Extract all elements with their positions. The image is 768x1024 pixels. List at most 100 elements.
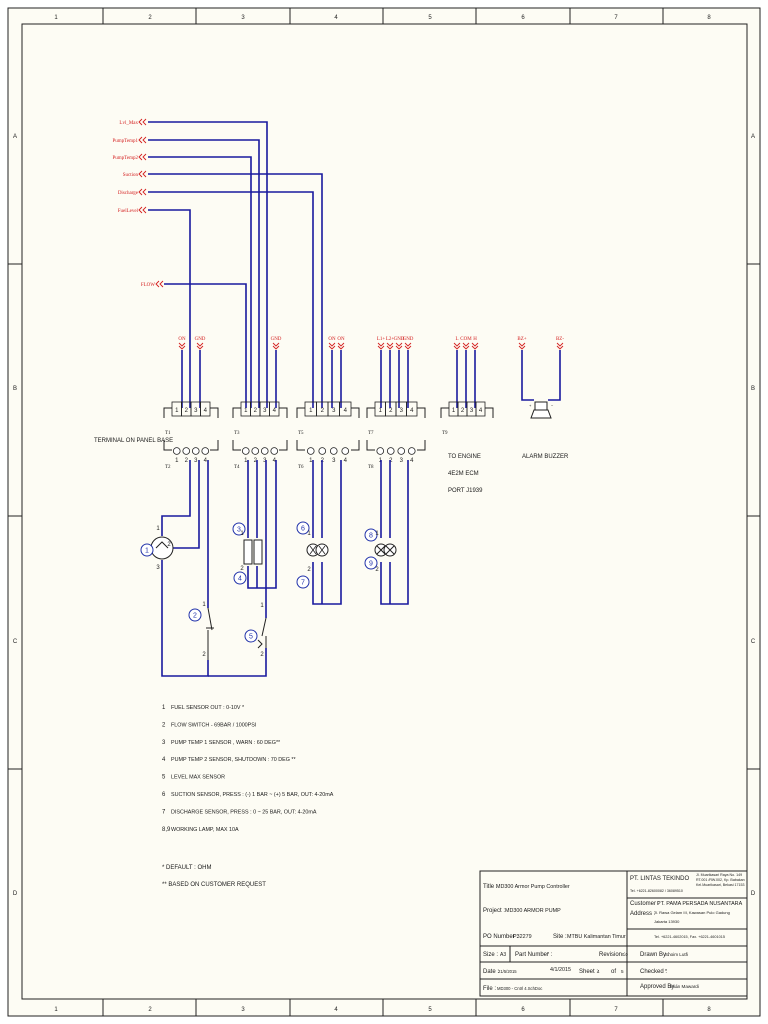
connector-chevron-icon [272, 342, 280, 350]
grid-column-bottom-1: 1 [54, 1007, 58, 1013]
address-line-1: Jl. Rawa Gelam III, Kawasan Pulo Gadung [654, 910, 730, 915]
connector-chevron-icon [395, 342, 403, 350]
grid-column-bottom-3: 3 [241, 1007, 245, 1013]
terminal-pin-number: 4 [273, 458, 277, 464]
terminal-label-t7: T7 [368, 431, 374, 436]
date-label: Date : [483, 969, 499, 975]
device-pin-one: 1 [307, 531, 311, 537]
alarm-buzzer-symbol [530, 401, 552, 419]
terminal-screw-icon [191, 447, 200, 455]
title-block: Title :MD300 Armor Pump ControllerProjec… [483, 873, 745, 992]
terminal-label-t1: T1 [165, 431, 171, 436]
device-wires [161, 460, 409, 677]
file-value: MD300 - Cntrl 4.SchDoc [497, 986, 542, 991]
connector-chevron-icon [377, 342, 385, 350]
connector-label-bz_pos: BZ+ [517, 337, 526, 342]
terminal-pin-number: 1 [244, 458, 248, 464]
grid-row-left-b: B [13, 386, 17, 392]
device-pin-one: 1 [260, 603, 264, 609]
approved-by-value: Iman Mawardi [670, 984, 699, 989]
terminal-screw-icon [407, 447, 416, 455]
wire-discharge [148, 191, 314, 408]
company-address-line: Jl. Muarikasari Raya No. 149 [696, 873, 742, 877]
legend-text-5: LEVEL MAX SENSOR [171, 775, 225, 781]
terminal-label-t5: T5 [298, 431, 304, 436]
terminal-label-t9: T9 [442, 431, 448, 436]
device-pin-two: 2 [375, 567, 379, 573]
terminal-pin-number: 2 [185, 408, 189, 414]
grid-row-right-d: D [751, 891, 756, 897]
sheet-label: Sheet : [579, 969, 598, 975]
terminal-pin-number: 2 [461, 408, 465, 414]
sensor-badge-number: 3 [237, 527, 241, 534]
customer-value: PT. PAMA PERSADA NUSANTARA [657, 901, 743, 907]
checked-value: * [665, 969, 667, 975]
sensor-badge-number: 7 [301, 580, 305, 587]
grid-column-bottom-5: 5 [428, 1007, 432, 1013]
legend-text-1: FUEL SENSOR OUT : 0-10V * [171, 705, 245, 711]
terminal-pin-number: 3 [400, 408, 404, 414]
company-address-line: Kel.Muarikasari, Bekasi 17153 [696, 883, 745, 887]
grid-column-top-3: 3 [241, 15, 245, 21]
signal-label-fuellevel: FuelLevel [118, 209, 139, 214]
panel-base-label: TERMINAL ON PANEL BASE [94, 438, 173, 444]
terminal-screw-icon [270, 447, 279, 455]
connector-label-com: COM [460, 337, 472, 342]
sheet-total-value: 5 [621, 969, 624, 974]
terminal-label-t4: T4 [234, 465, 240, 470]
terminal-screw-icon [397, 447, 406, 455]
terminal-pin-number: 2 [321, 408, 325, 414]
terminal-pin-number: 4 [479, 408, 483, 414]
buzzer-pos-mark: + [529, 403, 532, 408]
outer-frame [7, 7, 761, 1017]
connector-chevron-icon [328, 342, 336, 350]
grid-column-bottom-4: 4 [334, 1007, 338, 1013]
buzzer-neg-mark: − [551, 403, 554, 408]
project-label: Project : [483, 908, 505, 914]
company-phone: Tel. +6221-82600082 / 36089510 [630, 889, 683, 893]
customer-phone: Tel. +6221-4602015, Fax. +6221-4601015 [654, 935, 725, 939]
project-value: MD300 ARMOR PUMP [505, 908, 561, 914]
connector-chevron-icon [404, 342, 412, 350]
terminal-pin-number: 4 [410, 458, 414, 464]
sensor-badge-4: 4 [233, 571, 247, 585]
terminal-pin-number: 3 [332, 458, 336, 464]
revision-label: Revision : [599, 952, 626, 958]
connector-label-gnd1: GND [195, 337, 206, 342]
device-pin-two: 2 [202, 652, 206, 658]
legend-text-6: SUCTION SENSOR, PRESS : (-) 1 BAR ~ (+) … [171, 792, 334, 798]
terminal-pin-number: 1 [175, 458, 179, 464]
signal-label-flow: FLOW [141, 283, 155, 288]
terminal-strips [163, 407, 494, 451]
engine-label-line-1: TO ENGINE [448, 454, 481, 460]
flow-switch-symbol [206, 607, 214, 660]
connector-label-l: L [455, 337, 458, 342]
sensor-badge-number: 1 [145, 548, 149, 555]
sensor-badge-number: 9 [369, 561, 373, 568]
legend-number-1: 1 [162, 705, 166, 711]
site-value: MTBU Kalimantan Timur [567, 934, 626, 940]
revision-value: 0.0 [622, 952, 628, 957]
size-label: Size : [483, 952, 498, 958]
connector-label-gnd3: GND [394, 337, 405, 342]
grid-column-bottom-6: 6 [521, 1007, 525, 1013]
grid-column-top-8: 8 [707, 15, 711, 21]
device-pin-two: 2 [167, 542, 171, 548]
signal-arrow-icon [138, 136, 147, 144]
title-value: MD300 Armor Pump Controller [496, 884, 570, 890]
terminal-pin-number: 3 [400, 458, 404, 464]
terminal-pin-number: 2 [389, 408, 393, 414]
sensor-badge-number: 4 [238, 576, 242, 583]
grid-row-right-a: A [751, 134, 755, 140]
terminal-pin-number: 4 [204, 458, 208, 464]
signal-label-pumptemp2: PumpTemp2 [113, 156, 139, 161]
sensor-badge-2: 2 [188, 608, 202, 622]
signal-label-suction: Suction [123, 173, 139, 178]
signal-arrow-icon [138, 118, 147, 126]
signal-arrow-icon [138, 153, 147, 161]
wire-pumptemp2 [148, 156, 252, 408]
sensor-badge-8: 8 [364, 528, 378, 542]
